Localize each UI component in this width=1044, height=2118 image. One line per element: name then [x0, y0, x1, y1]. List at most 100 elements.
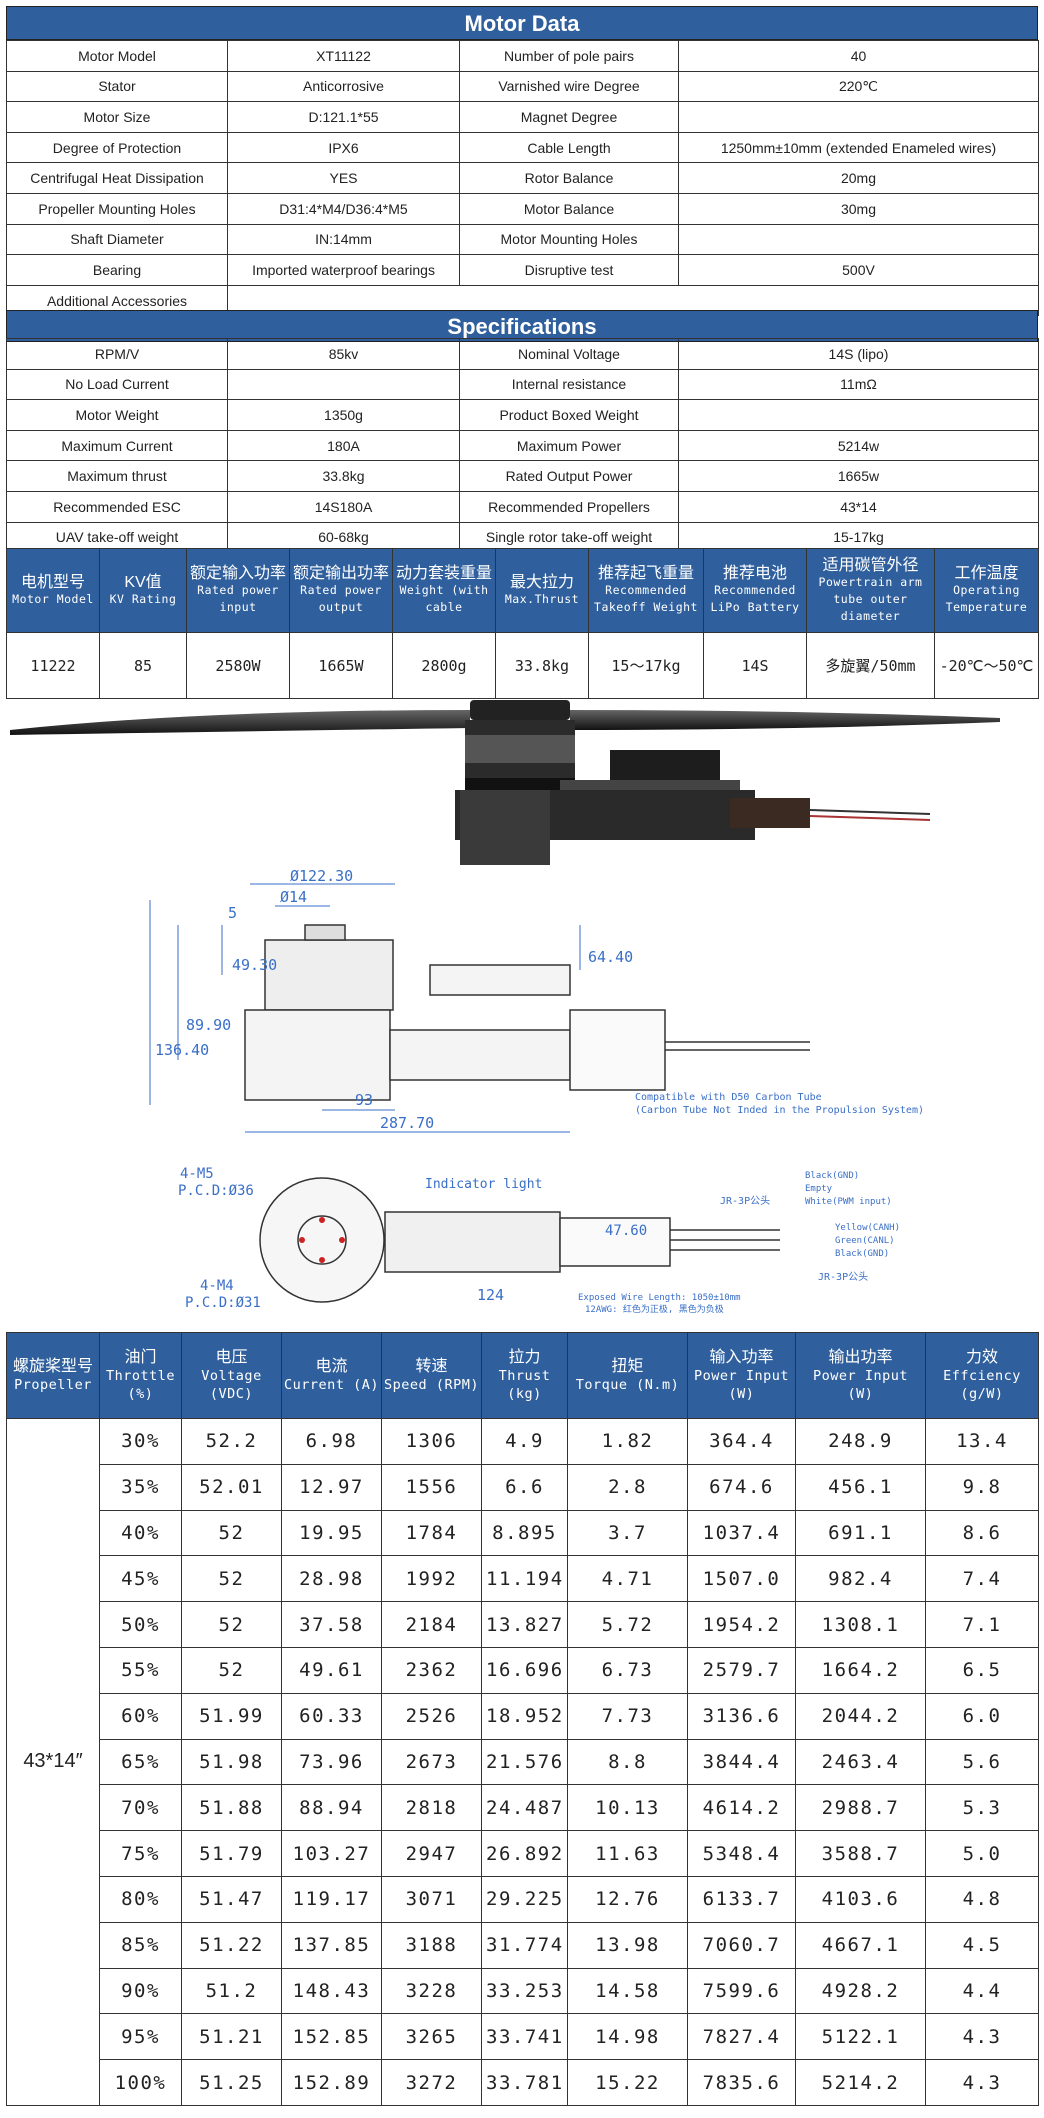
- pcd-m4-value: P.C.D:Ø31: [185, 1295, 261, 1311]
- spec-value: 20mg: [678, 162, 1039, 194]
- perf-cell: 80%: [99, 1875, 182, 1923]
- perf-cell: 31.774: [481, 1921, 568, 1969]
- side-view-drawing: Ø122.30 Ø14 5 49.30 89.90 136.40 64.40 9…: [149, 870, 924, 1133]
- header-en: Motor Model: [12, 591, 94, 606]
- perf-cell: 52: [181, 1509, 282, 1557]
- note-tube-1: Compatible with D50 Carbon Tube: [635, 1092, 822, 1103]
- perf-cell: 1507.0: [687, 1555, 796, 1603]
- header-cn: 力效: [965, 1348, 998, 1366]
- header-en: KV Rating: [109, 591, 177, 606]
- wire-color-note: 12AWG: 红色为正极, 黑色为负极: [585, 1303, 724, 1315]
- perf-cell: 3071: [381, 1875, 482, 1923]
- indicator-light-label: Indicator light: [425, 1177, 542, 1192]
- dim-w93: 93: [355, 1091, 373, 1109]
- specifications-title: Specifications: [6, 310, 1038, 342]
- perf-cell: 52.2: [181, 1418, 282, 1465]
- perf-cell: 982.4: [795, 1555, 926, 1603]
- perf-cell: 4.3: [925, 2013, 1039, 2061]
- spec-label: Motor Balance: [459, 192, 679, 225]
- perf-cell: 152.85: [281, 2013, 382, 2061]
- arm-mount-photo: [455, 750, 931, 865]
- perf-cell: 33.741: [481, 2013, 568, 2061]
- perf-cell: 33.253: [481, 1967, 568, 2015]
- header-cn: 额定输入功率: [189, 565, 286, 582]
- wire-top-0: Black(GND): [805, 1171, 859, 1181]
- perf-cell: 35%: [99, 1463, 182, 1511]
- perf-cell: 5.6: [925, 1738, 1039, 1786]
- perf-cell: 12.76: [567, 1875, 688, 1923]
- perf-cell: 73.96: [281, 1738, 382, 1786]
- perf-cell: 7060.7: [687, 1921, 796, 1969]
- perf-cell: 11.194: [481, 1555, 568, 1603]
- spec-value: Anticorrosive: [227, 70, 460, 103]
- spec-label: Centrifugal Heat Dissipation: [6, 162, 228, 194]
- perf-cell: 7.1: [925, 1601, 1039, 1648]
- perf-cell: 51.98: [181, 1738, 282, 1786]
- spec-value: Imported waterproof bearings: [227, 254, 460, 286]
- spec-value: 85kv: [227, 338, 460, 370]
- perf-cell: 4.4: [925, 1967, 1039, 2015]
- perf-cell: 28.98: [281, 1555, 382, 1603]
- perf-cell: 7599.6: [687, 1967, 796, 2015]
- summary-value: 2800g: [392, 632, 496, 699]
- perf-cell: 50%: [99, 1601, 182, 1648]
- motor-data-title: Motor Data: [6, 6, 1038, 40]
- perf-cell: 152.89: [281, 2059, 382, 2106]
- header-en: Torque (N.m): [575, 1376, 680, 1393]
- header-en: Power Input (W): [694, 1367, 789, 1402]
- perf-cell: 1784: [381, 1509, 482, 1557]
- spec-value: 40: [678, 40, 1039, 72]
- perf-cell: 40%: [99, 1509, 182, 1557]
- perf-cell: 51.79: [181, 1830, 282, 1877]
- perf-cell: 4.8: [925, 1875, 1039, 1923]
- header-cn: 电流: [315, 1357, 348, 1375]
- spec-label: Degree of Protection: [6, 131, 228, 164]
- header-en: Rated power input: [197, 583, 279, 614]
- header-cn: 动力套装重量: [395, 565, 492, 582]
- perf-cell: 7.73: [567, 1692, 688, 1740]
- perf-cell: 13.4: [925, 1418, 1039, 1465]
- header-cn: 适用碳管外径: [822, 556, 919, 574]
- spec-value: 11mΩ: [678, 368, 1039, 401]
- perf-cell: 3588.7: [795, 1830, 926, 1877]
- header-en: Propeller: [14, 1376, 92, 1393]
- spec-label: Cable Length: [459, 131, 679, 164]
- perf-cell: 4928.2: [795, 1967, 926, 2015]
- perf-cell: 1308.1: [795, 1601, 926, 1648]
- perf-cell: 7.4: [925, 1555, 1039, 1603]
- dim-h8990: 89.90: [186, 1016, 231, 1034]
- propeller-cell: 43*14″: [6, 1418, 100, 2106]
- perf-cell: 16.696: [481, 1646, 568, 1694]
- spec-label: Maximum Current: [6, 429, 228, 462]
- summary-value: 85: [99, 632, 187, 699]
- perf-cell: 65%: [99, 1738, 182, 1786]
- perf-cell: 2526: [381, 1692, 482, 1740]
- wire-bottom-2: Black(GND): [835, 1249, 889, 1259]
- perf-cell: 6.5: [925, 1646, 1039, 1694]
- perf-cell: 37.58: [281, 1601, 382, 1648]
- pcd-m4-label: 4-M4: [200, 1278, 234, 1294]
- perf-cell: 6133.7: [687, 1875, 796, 1923]
- perf-cell: 60%: [99, 1692, 182, 1740]
- spec-label: Product Boxed Weight: [459, 399, 679, 431]
- header-cn: 最大拉力: [509, 573, 574, 591]
- spec-value: 30mg: [678, 192, 1039, 225]
- perf-cell: 33.781: [481, 2059, 568, 2106]
- header-en: Thrust (kg): [498, 1367, 551, 1402]
